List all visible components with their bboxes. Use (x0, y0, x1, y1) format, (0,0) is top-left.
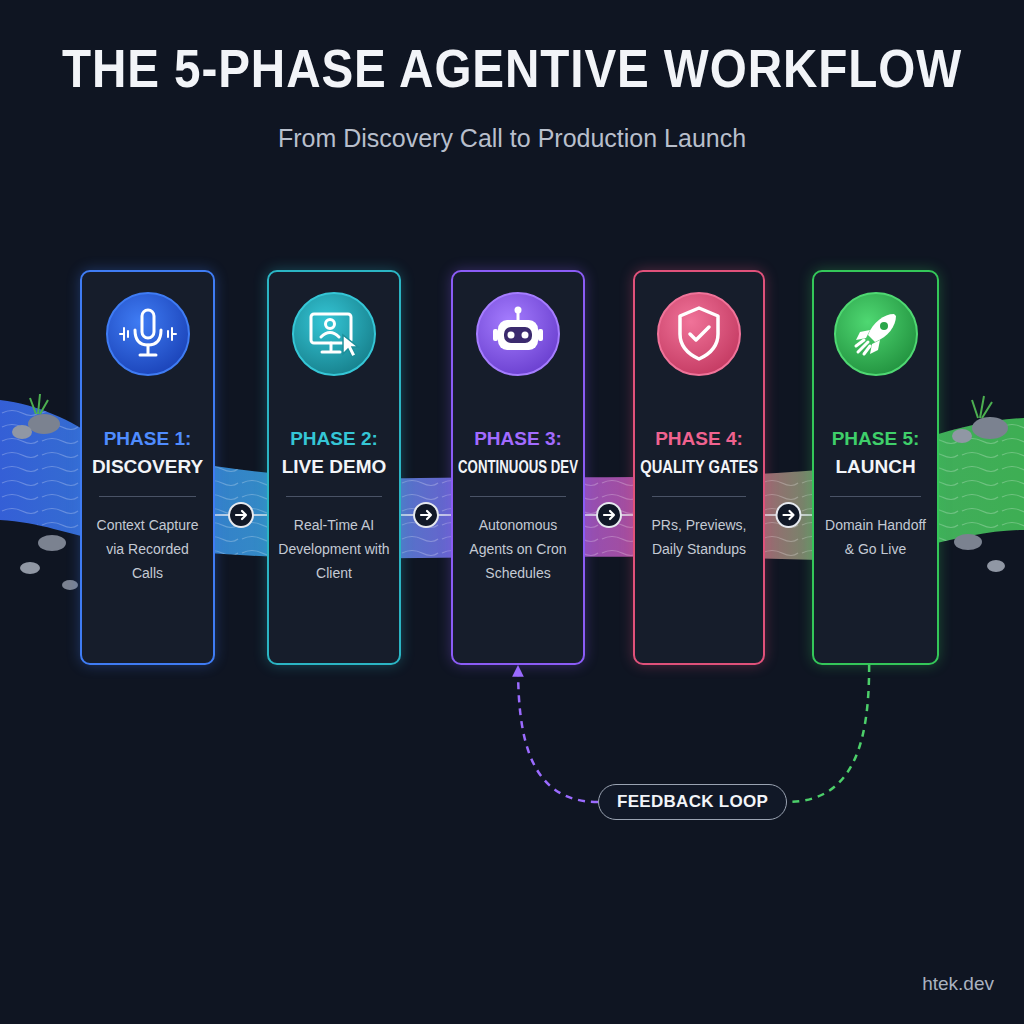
phase-number: PHASE 5: (832, 428, 920, 450)
icon-holder (832, 290, 920, 378)
heading-row: PHASE 5: (814, 428, 937, 450)
connector (401, 503, 451, 527)
phase-card: PHASE 5: LAUNCH Domain Handoff & Go Live (812, 270, 939, 665)
heading-row: PHASE 1: (82, 428, 213, 450)
phase-description: Real-Time AI Development with Client (269, 513, 399, 585)
phase-title: CONTINUOUS DEV (458, 456, 578, 478)
phase-number: PHASE 2: (290, 428, 378, 450)
phase-icon (474, 290, 562, 378)
connector (787, 665, 869, 802)
phase-card: PHASE 4: QUALITY GATES PRs, Previews, Dail… (633, 270, 765, 665)
connector (215, 503, 267, 527)
arrow-head (784, 511, 794, 519)
arrow-badge (597, 503, 621, 527)
heading-row: PHASE 4: (635, 428, 763, 450)
separator-line (470, 496, 566, 497)
phase-card: PHASE 3: CONTINUOUS DEV Autonomous Agents … (451, 270, 585, 665)
phase-title: LAUNCH (835, 456, 915, 478)
connector (585, 503, 633, 527)
separator-line (652, 496, 747, 497)
heading-row: CONTINUOUS DEV (453, 456, 583, 478)
arrow-head (604, 511, 614, 519)
heading-row: DISCOVERY (82, 456, 213, 478)
subtitle: From Discovery Call to Production Launch (0, 122, 1024, 154)
phase-number: PHASE 1: (104, 428, 192, 450)
feedback-pill: FEEDBACK LOOP (598, 784, 787, 820)
arrow-badge (414, 503, 438, 527)
icon-holder (655, 290, 743, 378)
phase-description: Domain Handoff & Go Live (814, 513, 937, 561)
separator-line (99, 496, 196, 497)
heading-row: PHASE 2: (269, 428, 399, 450)
heading-row: LIVE DEMO (269, 456, 399, 478)
phase-description: Autonomous Agents on Cron Schedules (453, 513, 583, 585)
separator-line (830, 496, 921, 497)
feedback-label: FEEDBACK LOOP (617, 792, 768, 812)
feedback-curve (518, 665, 598, 802)
heading-row: QUALITY GATES (635, 456, 763, 478)
phase-number: PHASE 3: (474, 428, 562, 450)
phase-card: PHASE 1: DISCOVERY Context Capture via Rec… (80, 270, 215, 665)
phase-description: PRs, Previews, Daily Standups (635, 513, 763, 561)
icon-holder (290, 290, 378, 378)
arrow-head (421, 511, 431, 519)
heading-row: LAUNCH (814, 456, 937, 478)
icon-holder (104, 290, 192, 378)
title-row: THE 5-PHASE AGENTIVE WORKFLOW (0, 36, 1024, 100)
arrow-badge (777, 503, 801, 527)
feedback-curve (787, 665, 869, 802)
connector (518, 665, 598, 802)
phase-title: DISCOVERY (92, 456, 203, 478)
phase-icon (655, 290, 743, 378)
phase-number: PHASE 4: (655, 428, 743, 450)
arrow-badge (229, 503, 253, 527)
connector (765, 503, 812, 527)
phase-icon (832, 290, 920, 378)
phase-title: QUALITY GATES (640, 456, 758, 478)
watermark: htek.dev (922, 972, 994, 996)
phase-icon (104, 290, 192, 378)
phase-card: PHASE 2: LIVE DEMO Real-Time AI Developmen… (267, 270, 401, 665)
separator-line (286, 496, 382, 497)
arrow-head (236, 511, 246, 519)
phase-icon (290, 290, 378, 378)
title: THE 5-PHASE AGENTIVE WORKFLOW (62, 36, 962, 100)
icon-holder (474, 290, 562, 378)
phase-description: Context Capture via Recorded Calls (82, 513, 213, 585)
phase-title: LIVE DEMO (282, 456, 387, 478)
heading-row: PHASE 3: (453, 428, 583, 450)
